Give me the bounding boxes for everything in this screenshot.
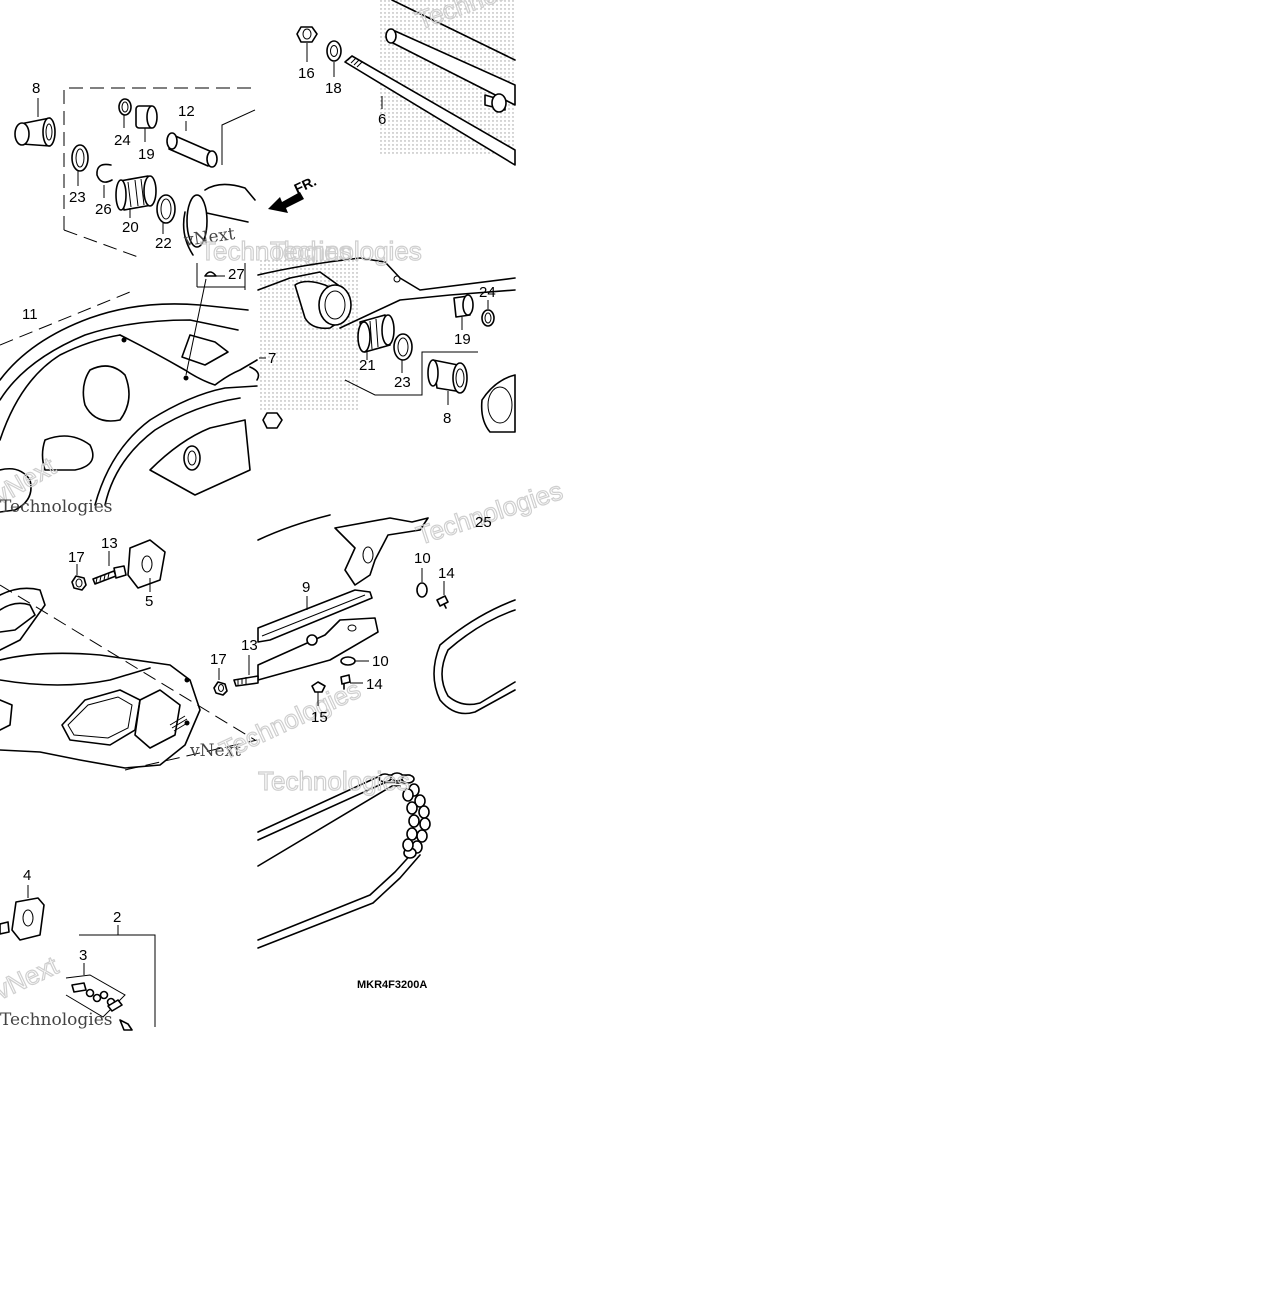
callout-8: 8	[32, 80, 40, 97]
callout-26: 26	[95, 201, 112, 218]
diagram-code: MKR4F3200A	[357, 979, 427, 991]
chain-slider-part-9	[257, 589, 373, 643]
callout-4: 4	[23, 867, 31, 884]
tile-drive-chain-loop: Technologies	[257, 765, 431, 949]
seal-part-24	[118, 98, 132, 128]
callout-14: 14	[438, 565, 455, 582]
watermark-text: Technologies	[0, 497, 113, 517]
seal-part-24-right	[481, 300, 495, 327]
callout-16: 16	[298, 65, 315, 82]
washer-part-18	[326, 40, 342, 77]
nut-part-17	[71, 564, 87, 591]
callout-3: 3	[79, 947, 87, 964]
nut-part-16	[296, 26, 318, 62]
callout-10-lower: 10	[372, 653, 389, 670]
front-direction-indicator: FR.	[268, 173, 319, 213]
callout-5: 5	[145, 593, 153, 610]
callout-10: 10	[414, 550, 431, 567]
watermark-text: Technologies	[0, 1010, 113, 1030]
callout-2: 2	[113, 909, 121, 926]
drive-chain	[378, 772, 431, 859]
watermark-text: Technologies	[258, 766, 410, 796]
inner-collar-part-12	[166, 121, 218, 168]
callout-9: 9	[302, 579, 310, 596]
dust-seal-part-23	[71, 144, 89, 186]
watermark-text: Technologies	[413, 475, 567, 550]
tile-swingarm-body: vNext Technologies	[0, 263, 283, 517]
callout-15: 15	[311, 709, 328, 726]
tile-pivot-bolt: Technologies	[296, 0, 565, 166]
callout-24-right: 24	[479, 284, 496, 301]
callout-13: 13	[101, 535, 118, 552]
callout-23-right: 23	[394, 374, 411, 391]
tile-drive-chain: vNext Technologies	[0, 885, 156, 1031]
tile-chain-slider: Technologies	[233, 475, 567, 715]
needle-bearing-part-20	[115, 175, 157, 218]
bearing-part-19	[135, 105, 158, 142]
front-direction-label: FR.	[292, 173, 319, 197]
oil-seal-part-22	[156, 194, 176, 234]
collar-part-8	[14, 98, 56, 147]
dust-seal-part-23-right	[393, 333, 413, 373]
bolt-part-14-lower	[340, 674, 363, 690]
circlip-part-26	[96, 163, 113, 183]
callout-19: 19	[138, 146, 155, 163]
callout-6: 6	[378, 111, 386, 128]
callout-11: 11	[22, 306, 38, 323]
callout-23: 23	[69, 189, 86, 206]
tile-pivot-bearings-right: Technologies	[257, 235, 516, 433]
callout-17: 17	[68, 549, 85, 566]
joint-set-part-3	[65, 963, 133, 1031]
washer-part-10	[416, 568, 428, 598]
adjust-bolt-part-13-right	[233, 655, 259, 687]
callout-22: 22	[155, 235, 172, 252]
watermark-text: Technologies	[270, 236, 422, 266]
watermark-text: Technologies	[215, 674, 365, 765]
callout-17-lower: 17	[210, 651, 227, 668]
callout-labels: 8 24 19 12 23 26 20 22 16 18 6 27 11 7 2…	[22, 65, 496, 964]
adjuster-plate-part-4	[0, 885, 45, 941]
washer-part-10-lower	[340, 656, 369, 666]
callout-12: 12	[178, 103, 195, 120]
bearing-part-21	[357, 314, 395, 360]
pivot-pipe	[385, 28, 516, 113]
pivot-bolt-part-6	[344, 55, 516, 166]
bearing-part-19-right	[453, 294, 474, 330]
watermark-text: vNext	[0, 950, 63, 1006]
callout-27: 27	[228, 266, 245, 283]
callout-25: 25	[475, 514, 492, 531]
callout-19-right: 19	[454, 331, 471, 348]
collar-part-8-right	[427, 359, 468, 405]
bolt-part-14	[436, 581, 449, 609]
callout-7: 7	[268, 350, 276, 367]
callout-20: 20	[122, 219, 139, 236]
tile-pivot-bearings-left	[14, 87, 256, 258]
callout-14-lower: 14	[366, 676, 383, 693]
chain-set-bracket	[79, 934, 156, 1027]
bolt-part-15	[311, 681, 326, 706]
adjuster-plate-part-5	[127, 539, 166, 592]
front-arrow-icon	[268, 192, 304, 213]
callout-8-right: 8	[443, 410, 451, 427]
watermark-text: vNext	[189, 741, 241, 761]
adjust-bolt-part-13	[92, 551, 127, 585]
callout-18: 18	[325, 80, 342, 97]
callout-21: 21	[359, 357, 376, 374]
callout-13-right: 13	[241, 637, 258, 654]
callout-24: 24	[114, 132, 131, 149]
nut-part-17-lower	[213, 668, 228, 696]
